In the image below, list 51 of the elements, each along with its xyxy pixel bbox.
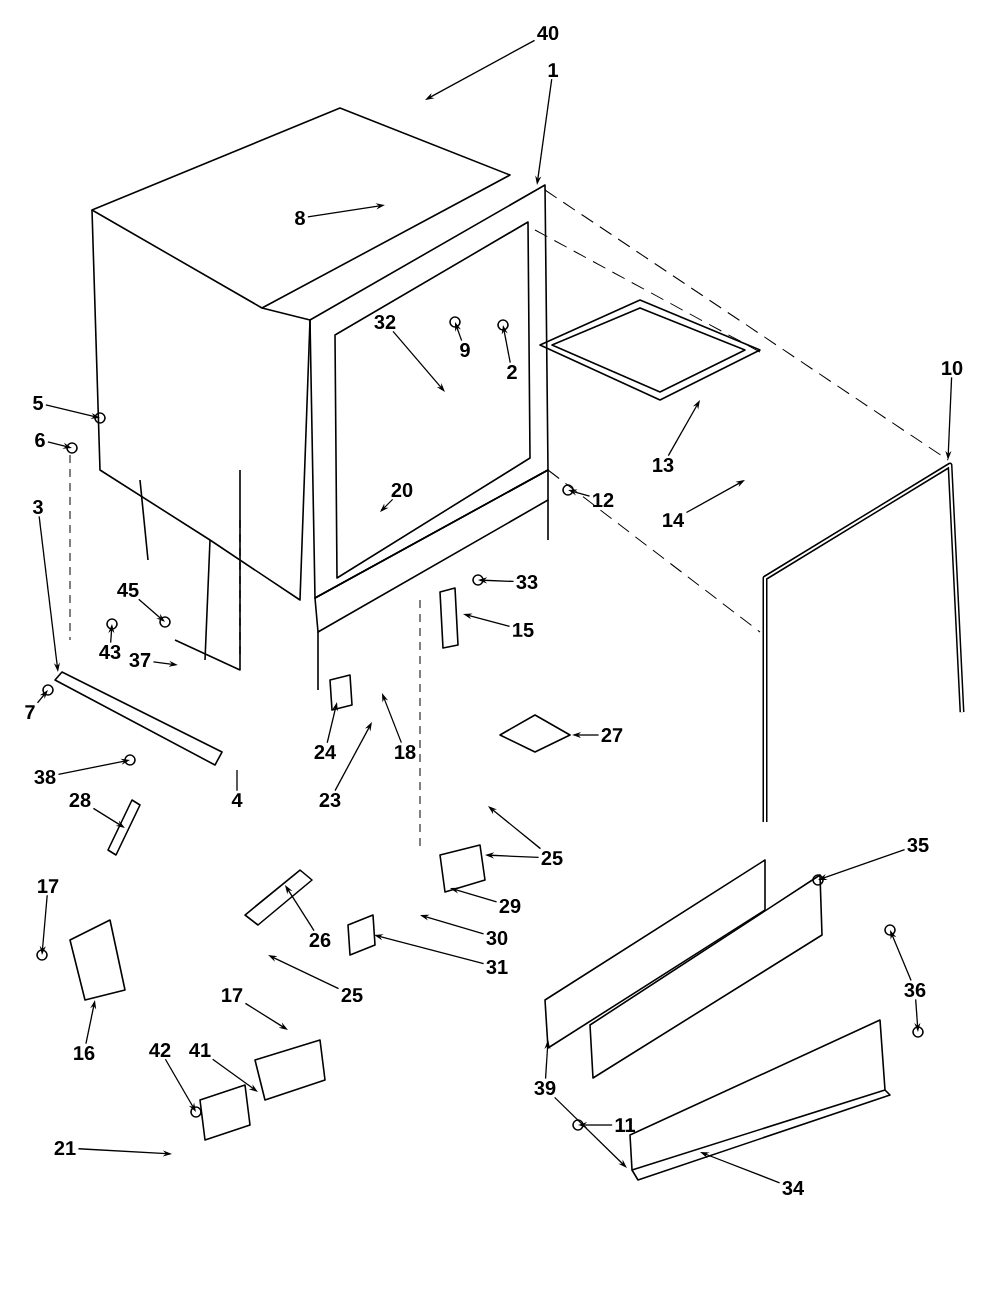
leader-line	[380, 498, 394, 512]
callout-number: 5	[33, 396, 43, 410]
callout-number: 30	[486, 930, 508, 946]
callout-number: 31	[486, 959, 508, 975]
callout-number: 35	[907, 837, 929, 853]
callout-number: 25	[541, 850, 563, 866]
leader-line	[392, 330, 445, 392]
leader-line	[554, 1096, 627, 1168]
leader-line	[488, 806, 542, 850]
callout-number: 14	[663, 513, 684, 527]
callout-number: 11	[615, 1118, 635, 1132]
callout-number: 3	[32, 499, 43, 515]
callout-number: 1	[548, 63, 558, 77]
callout-number: 42	[149, 1043, 171, 1057]
callout-number: 8	[295, 210, 305, 226]
callout-number: 9	[460, 342, 470, 358]
callout-number: 24	[314, 745, 336, 759]
callout-number: 18	[395, 744, 416, 760]
callout-number: 16	[74, 1045, 95, 1061]
callout-number: 41	[189, 1043, 211, 1057]
callout-number: 7	[25, 705, 35, 719]
callout-number: 23	[319, 792, 341, 808]
callout-number: 34	[782, 1180, 804, 1196]
callout-number: 28	[69, 792, 91, 808]
callout-number: 45	[117, 583, 139, 597]
callout-number: 21	[54, 1141, 76, 1155]
callout-number: 29	[499, 898, 521, 914]
callout-number: 26	[309, 932, 331, 948]
callout-number: 37	[129, 652, 151, 668]
callout-number: 17	[38, 879, 59, 893]
callout-number: 25	[341, 987, 363, 1003]
leader-line	[36, 690, 48, 704]
callout-number: 6	[35, 432, 45, 448]
callout-number: 15	[513, 623, 534, 637]
callout-number: 33	[516, 574, 538, 590]
callout-number: 39	[534, 1080, 556, 1096]
callout-number: 20	[391, 482, 413, 498]
callout-number: 2	[507, 365, 517, 379]
callout-number: 36	[904, 982, 926, 998]
callout-number: 27	[601, 728, 623, 742]
callout-number: 43	[99, 644, 121, 660]
callout-number: 38	[34, 769, 56, 785]
leader-line	[138, 598, 165, 622]
callout-number: 40	[537, 25, 559, 41]
callout-number: 17	[222, 988, 243, 1002]
callout-number: 32	[374, 314, 396, 330]
callout-number: 13	[653, 457, 674, 473]
callout-number: 10	[942, 360, 963, 376]
callout-number: 4	[231, 793, 243, 807]
leader-line	[236, 769, 238, 792]
callout-number: 12	[593, 493, 614, 507]
